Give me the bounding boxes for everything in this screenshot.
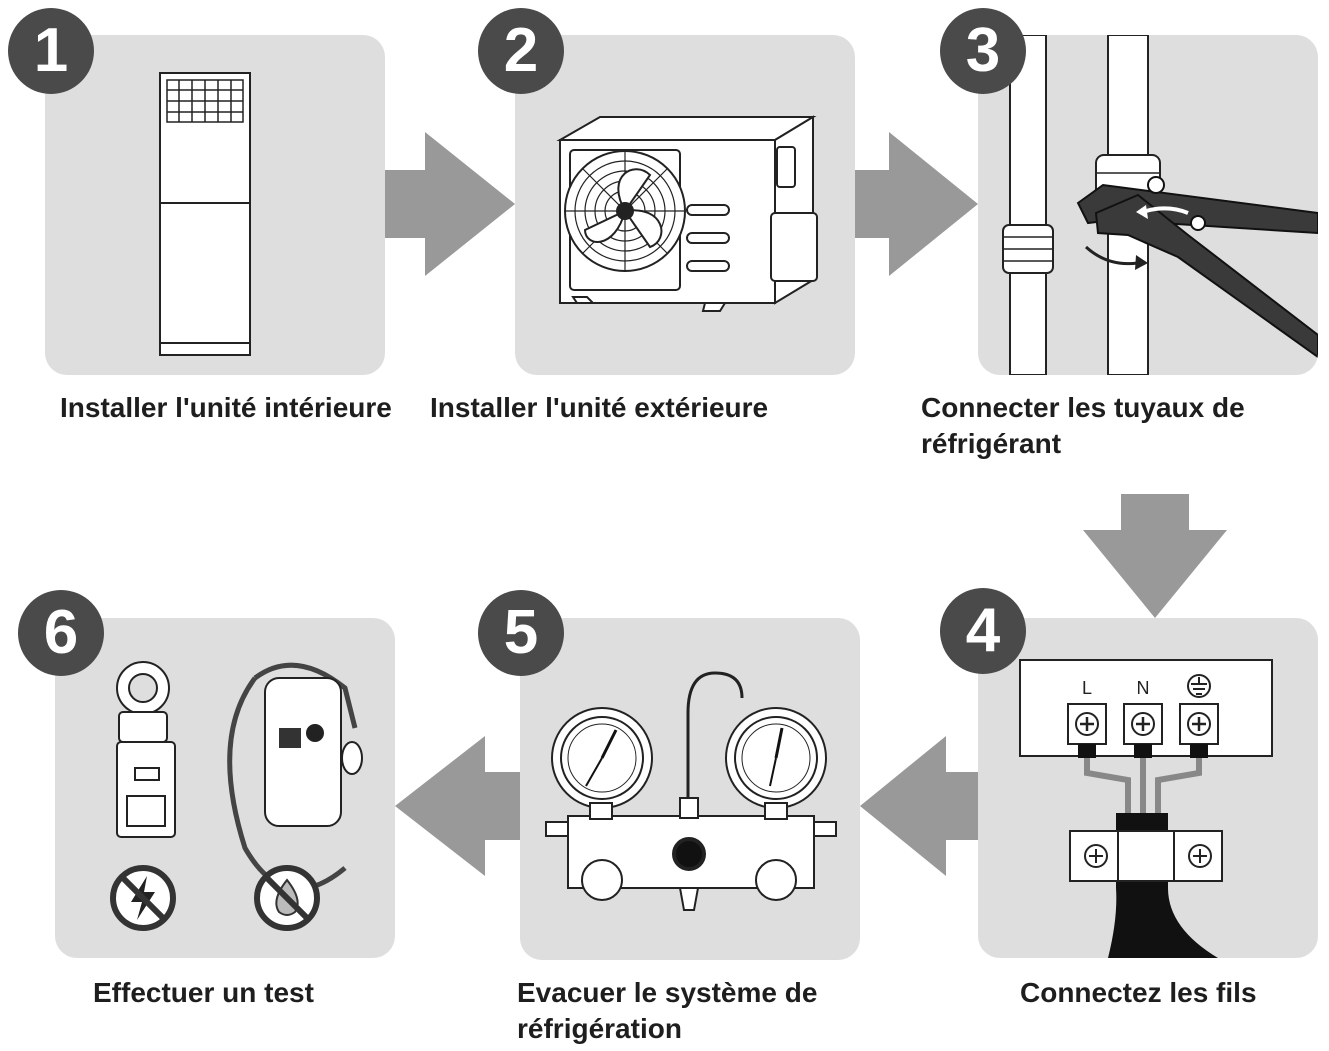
- indoor-unit-illustration: [159, 72, 251, 356]
- terminal-label-n: N: [1137, 678, 1150, 698]
- step-2-panel: [515, 35, 855, 375]
- step-2-caption: Installer l'unité extérieure: [430, 392, 769, 423]
- step-4-panel: L N: [978, 618, 1318, 958]
- arrow-step5-to-step6: [395, 736, 520, 876]
- step-3-caption-line-2: réfrigérant: [921, 428, 1062, 459]
- step-5-caption: Evacuer le système de réfrigération: [517, 975, 817, 1047]
- step-5-caption-line-2: réfrigération: [517, 1013, 682, 1044]
- manifold-gauge-illustration: [545, 671, 837, 911]
- step-6-panel: [55, 618, 395, 958]
- step-3-caption-line-1: Connecter les tuyaux de: [921, 392, 1245, 423]
- step-5-number-badge: 5: [478, 590, 564, 676]
- step-1-caption: Installer l'unité intérieure: [60, 392, 392, 423]
- arrow-step3-to-step4: [1083, 494, 1227, 618]
- step-1-panel: [45, 35, 385, 375]
- arrow-step4-to-step5: [860, 736, 978, 876]
- step-3-number-badge: 3: [940, 8, 1026, 94]
- step-6-caption: Effectuer un test: [93, 977, 314, 1008]
- outdoor-unit-illustration: [556, 115, 818, 312]
- terminal-label-l: L: [1082, 678, 1092, 698]
- no-water-icon: [254, 865, 320, 931]
- no-electricity-icon: [110, 865, 176, 931]
- step-3-panel: [978, 35, 1318, 375]
- step-2-number-badge: 2: [478, 8, 564, 94]
- step-3-caption: Connecter les tuyaux de réfrigérant: [921, 390, 1245, 462]
- arrow-step1-to-step2: [385, 132, 515, 276]
- wiring-illustration: L N: [1019, 659, 1273, 958]
- arrow-step2-to-step3: [855, 132, 978, 276]
- step-6-number-badge: 6: [18, 590, 104, 676]
- step-1-number-badge: 1: [8, 8, 94, 94]
- step-4-number-badge: 4: [940, 588, 1026, 674]
- step-5-panel: [520, 618, 860, 960]
- step-4-caption: Connectez les fils: [1020, 977, 1257, 1008]
- ground-symbol-icon: [1187, 674, 1211, 698]
- test-tools-illustration: [110, 661, 363, 931]
- step-5-caption-line-1: Evacuer le système de: [517, 977, 818, 1008]
- pipe-connection-illustration: [1002, 35, 1318, 375]
